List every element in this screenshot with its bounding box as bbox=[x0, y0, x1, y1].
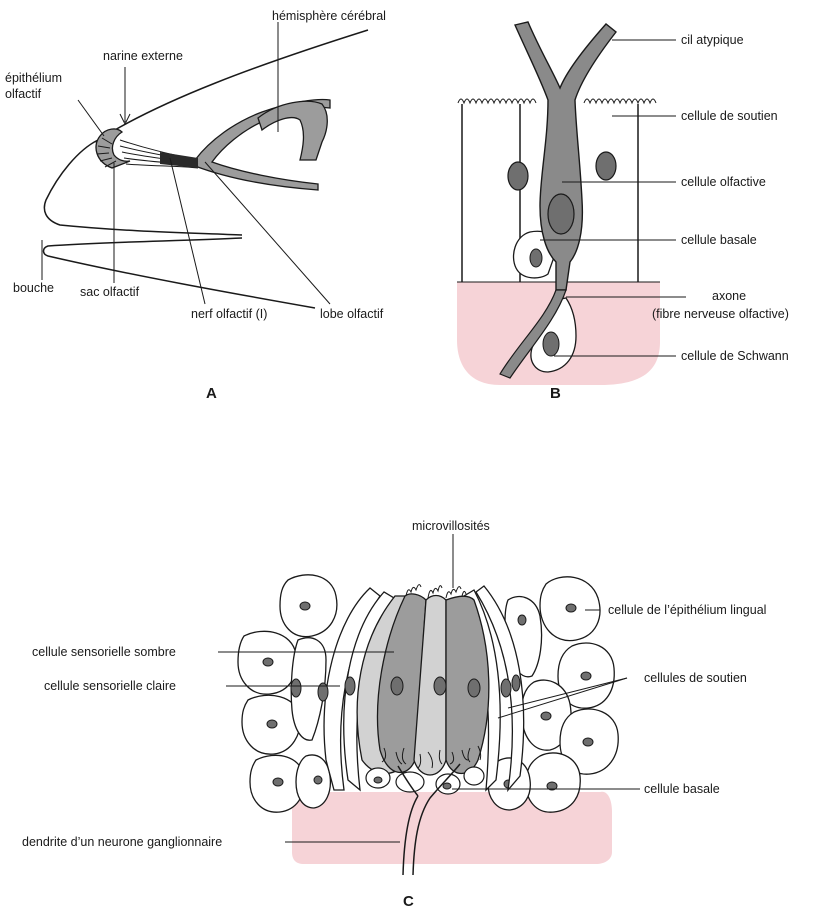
lingual-nucleus bbox=[263, 658, 273, 666]
support-nucleus bbox=[345, 677, 355, 695]
sensory-nucleus bbox=[391, 677, 403, 695]
schwann-nucleus bbox=[543, 332, 559, 356]
basal-cell-c bbox=[396, 772, 424, 792]
sensory-nucleus bbox=[468, 679, 480, 697]
basal-cell-c bbox=[464, 767, 484, 785]
label-light-cell: cellule sensorielle claire bbox=[44, 679, 176, 693]
basal-nucleus-c bbox=[443, 783, 451, 789]
label-sac: sac olfactif bbox=[80, 285, 140, 299]
support-nucleus-left bbox=[508, 162, 528, 190]
label-epithelium-line2: olfactif bbox=[5, 87, 42, 101]
label-support-cells: cellules de soutien bbox=[644, 671, 747, 685]
label-mouth: bouche bbox=[13, 281, 54, 295]
panel-b-epithelium bbox=[457, 22, 660, 385]
label-lobe: lobe olfactif bbox=[320, 307, 384, 321]
panel-a-labels: hémisphère cérébral narine externe épith… bbox=[5, 9, 386, 402]
support-nucleus-right bbox=[596, 152, 616, 180]
microvilli-right bbox=[584, 99, 656, 103]
label-nerve: nerf olfactif (I) bbox=[191, 307, 267, 321]
lingual-nucleus bbox=[541, 712, 551, 720]
lingual-nucleus bbox=[314, 776, 322, 784]
label-schwann: cellule de Schwann bbox=[681, 349, 789, 363]
lingual-cell bbox=[296, 755, 330, 808]
lingual-nucleus bbox=[583, 738, 593, 746]
lingual-nucleus bbox=[300, 602, 310, 610]
leader-epithelium bbox=[78, 100, 104, 136]
label-axon-line2: (fibre nerveuse olfactive) bbox=[652, 307, 789, 321]
support-nucleus bbox=[512, 675, 520, 691]
microvilli-left bbox=[458, 99, 536, 103]
basal-nucleus bbox=[530, 249, 542, 267]
label-lingual-cell: cellule de l’épithélium lingual bbox=[608, 603, 766, 617]
label-nostril: narine externe bbox=[103, 49, 183, 63]
lingual-nucleus bbox=[273, 778, 283, 786]
panel-c-taste-bud bbox=[238, 575, 618, 875]
lingual-nucleus bbox=[566, 604, 576, 612]
lingual-nucleus bbox=[518, 615, 526, 625]
basal-nucleus-c bbox=[374, 777, 382, 783]
label-cilium: cil atypique bbox=[681, 33, 744, 47]
panel-letter-a: A bbox=[206, 385, 217, 402]
label-hemisphere: hémisphère cérébral bbox=[272, 9, 386, 23]
label-basal-cell: cellule basale bbox=[681, 233, 757, 247]
lingual-nucleus bbox=[581, 672, 591, 680]
panel-letter-b: B bbox=[550, 385, 561, 402]
label-olfactory-cell: cellule olfactive bbox=[681, 175, 766, 189]
support-nucleus bbox=[291, 679, 301, 697]
label-dendrite: dendrite d’un neurone ganglionnaire bbox=[22, 835, 222, 849]
nostril-arrow bbox=[120, 67, 130, 124]
panel-a-head-diagram bbox=[44, 30, 369, 308]
label-axon-line1: axone bbox=[712, 289, 746, 303]
support-nucleus bbox=[501, 679, 511, 697]
olfactory-nucleus bbox=[548, 194, 574, 234]
label-epithelium-line1: épithélium bbox=[5, 71, 62, 85]
label-basal-cell-c: cellule basale bbox=[644, 782, 720, 796]
label-microvilli: microvillosités bbox=[412, 519, 490, 533]
panel-letter-c: C bbox=[403, 893, 414, 910]
label-dark-cell: cellule sensorielle sombre bbox=[32, 645, 176, 659]
label-support-cell: cellule de soutien bbox=[681, 109, 778, 123]
sensory-nucleus bbox=[434, 677, 446, 695]
lingual-nucleus bbox=[267, 720, 277, 728]
